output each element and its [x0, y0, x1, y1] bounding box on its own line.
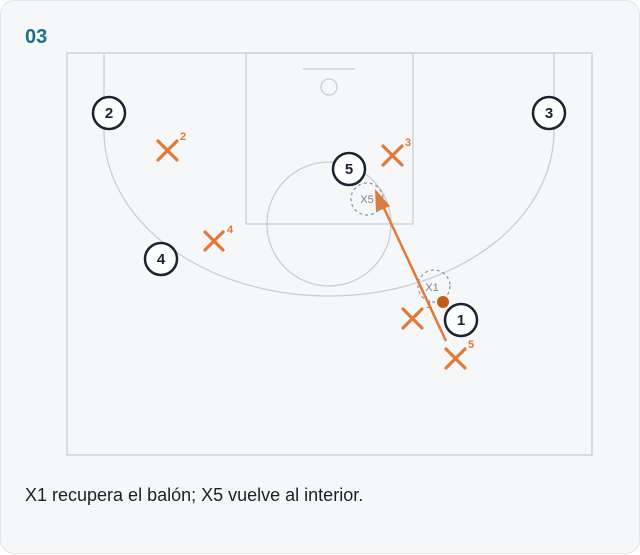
basketball-icon	[437, 296, 449, 308]
rim	[320, 78, 338, 96]
offense-player-4-label: 4	[157, 251, 166, 268]
defender-x4: 4	[203, 224, 234, 252]
defender-x3: 3	[381, 137, 411, 167]
defender-x1-number: 1	[426, 299, 432, 311]
offense-player-3-label: 3	[545, 105, 553, 122]
offense-player-4: 4	[143, 241, 179, 277]
defender-x2: 2	[156, 131, 186, 162]
offense-player-2-label: 2	[105, 105, 113, 122]
defender-x3-number: 3	[405, 137, 411, 149]
defender-x5-number: 5	[468, 339, 474, 351]
paint-lane	[245, 52, 414, 225]
ghost-x1-label: X1	[425, 282, 438, 294]
defender-x4-number: 4	[227, 224, 234, 236]
defender-x2-number: 2	[180, 131, 186, 143]
ghost-x5: X5	[350, 182, 384, 216]
ghost-x5-label: X5	[360, 194, 373, 206]
three-point-arc	[103, 53, 555, 297]
offense-player-2: 2	[91, 95, 127, 131]
court-lines	[66, 52, 593, 456]
ghost-x1: X1	[417, 269, 451, 303]
step-number: 03	[25, 26, 48, 48]
defender-x1: 1	[401, 299, 432, 330]
offense-player-1-label: 1	[457, 312, 465, 329]
offense-player-3: 3	[531, 95, 567, 131]
play-caption: X1 recupera el balón; X5 vuelve al inter…	[25, 485, 364, 505]
offense-player-1: 1	[443, 302, 479, 338]
offense-player-5-label: 5	[345, 161, 353, 178]
defender-x5: 5	[444, 339, 474, 370]
offense-player-5: 5	[331, 151, 367, 187]
